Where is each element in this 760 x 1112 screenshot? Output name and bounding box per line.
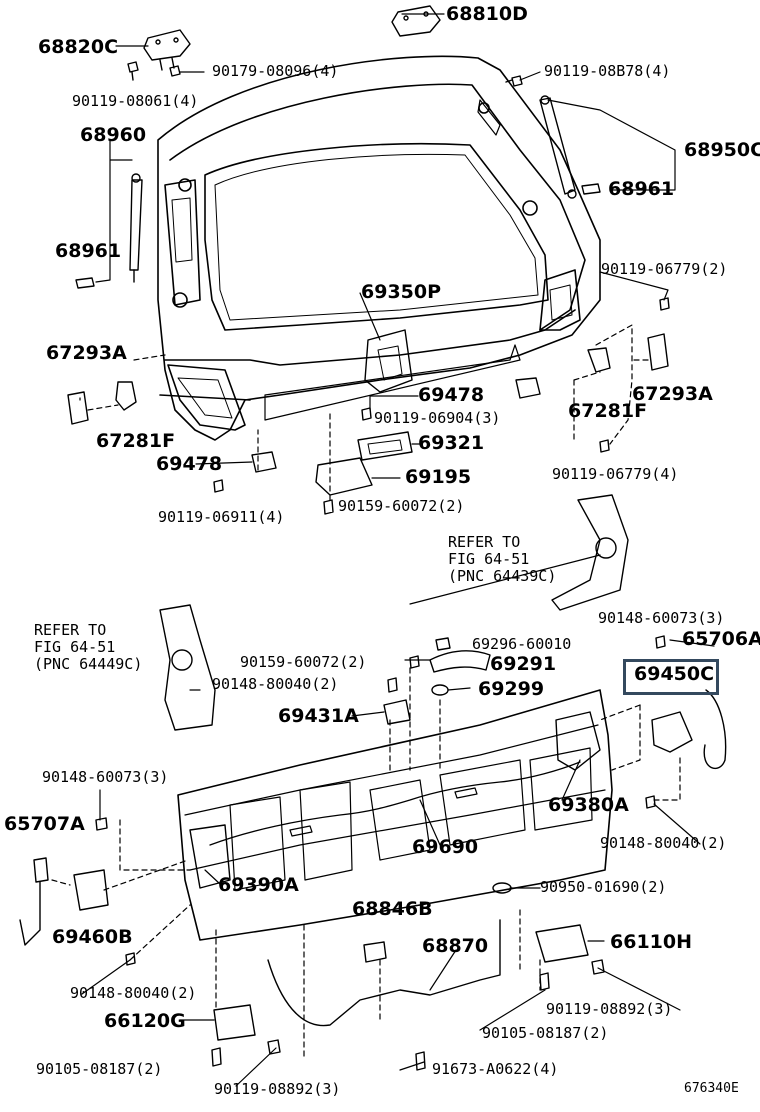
small-parts [19, 5, 727, 1071]
refer-line: REFER TO [448, 533, 521, 551]
part-label-67281F-right: 67281F [568, 400, 648, 422]
part-label-65706A: 65706A [682, 628, 760, 650]
part-label-69478-right: 69478 [418, 384, 485, 406]
part-label-90179-08096: 90179-08096(4) [212, 62, 339, 80]
part-label-67293A-left: 67293A [46, 342, 127, 364]
part-label-66110H: 66110H [610, 931, 693, 953]
part-label-69460B: 69460B [52, 926, 133, 948]
part-label-90148-80040-left: 90148-80040(2) [70, 984, 197, 1002]
part-label-69478-left: 69478 [156, 453, 223, 475]
part-label-68846B: 68846B [352, 898, 433, 920]
part-label-90119-08061: 90119-08061(4) [72, 92, 199, 110]
leader-lines [79, 13, 715, 1087]
refer-note-upper: REFER TO FIG 64-51 (PNC 64439C) [448, 534, 556, 585]
part-label-68950C: 68950C [684, 139, 760, 161]
part-label-68961-right: 68961 [608, 178, 675, 200]
part-label-67293A-right: 67293A [632, 383, 713, 405]
part-label-69380A: 69380A [548, 794, 629, 816]
part-label-90159-60072-upper: 90159-60072(2) [338, 497, 465, 515]
part-label-68961-left: 68961 [55, 240, 122, 262]
part-label-90119-06911: 90119-06911(4) [158, 508, 285, 526]
refer-line: FIG 64-51 [448, 550, 530, 568]
upper-door-panel [157, 55, 601, 441]
part-label-68820C: 68820C [38, 36, 119, 58]
part-label-90119-06904: 90119-06904(3) [374, 409, 501, 427]
part-label-68960: 68960 [80, 124, 147, 146]
part-label-90148-80040-right: 90148-80040(2) [600, 834, 727, 852]
part-label-90105-08187-right: 90105-08187(2) [482, 1024, 609, 1042]
part-label-90105-08187-left: 90105-08187(2) [36, 1060, 163, 1078]
part-label-69431A: 69431A [278, 705, 359, 727]
refer-note-lower: REFER TO FIG 64-51 (PNC 64449C) [34, 622, 142, 673]
part-label-90148-60073-left: 90148-60073(3) [42, 768, 169, 786]
part-label-69291: 69291 [490, 653, 557, 675]
part-label-69690: 69690 [412, 836, 479, 858]
part-label-69450C: 69450C [634, 663, 715, 685]
figure-number: 676340E [684, 1081, 739, 1096]
part-label-90950-01690: 90950-01690(2) [540, 878, 667, 896]
refer-line: (PNC 64439C) [448, 567, 557, 585]
part-label-69321: 69321 [418, 432, 485, 454]
part-label-90148-60073-right: 90148-60073(3) [598, 609, 725, 627]
part-label-90159-60072-lower: 90159-60072(2) [240, 653, 367, 671]
refer-line: (PNC 64449C) [34, 655, 143, 673]
part-label-69299: 69299 [478, 678, 545, 700]
part-label-69195: 69195 [405, 466, 472, 488]
part-label-68810D: 68810D [446, 3, 528, 25]
part-label-90119-08892-bottom: 90119-08892(3) [214, 1080, 341, 1098]
part-label-65707A: 65707A [4, 813, 85, 835]
part-label-91673-A0622: 91673-A0622(4) [432, 1060, 559, 1078]
part-label-69350P: 69350P [361, 281, 442, 303]
part-label-69390A: 69390A [218, 874, 299, 896]
part-label-90119-06779-bottom: 90119-06779(4) [552, 465, 679, 483]
part-label-90119-08892-right: 90119-08892(3) [546, 1000, 673, 1018]
part-label-90119-08B78: 90119-08B78(4) [544, 62, 671, 80]
part-label-68870: 68870 [422, 935, 489, 957]
refer-line: FIG 64-51 [34, 638, 116, 656]
part-label-90119-06779-top: 90119-06779(2) [601, 260, 728, 278]
dashed-lines [51, 324, 681, 1061]
highlight-box-69450C [623, 659, 719, 695]
part-label-90148-80040-upper: 90148-80040(2) [212, 675, 339, 693]
lower-door-panel [177, 689, 613, 941]
part-label-66120G: 66120G [104, 1010, 186, 1032]
refer-line: REFER TO [34, 621, 107, 639]
part-label-69296-60010: 69296-60010 [472, 635, 572, 653]
part-label-67281F-left: 67281F [96, 430, 176, 452]
